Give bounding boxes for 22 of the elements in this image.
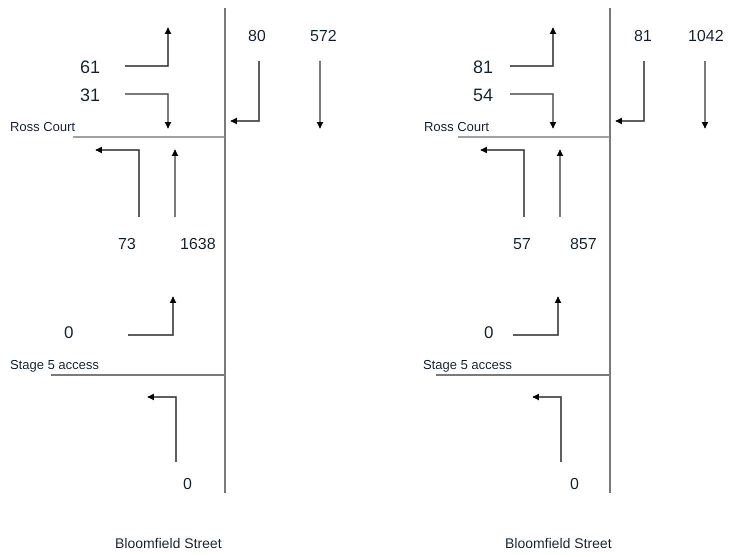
volume-count: 54 xyxy=(473,86,494,106)
street-name: Bloomfield Street xyxy=(505,536,612,552)
volume-count: 81 xyxy=(473,58,494,78)
street-name: Ross Court xyxy=(10,120,76,134)
volume-count: 572 xyxy=(310,28,337,46)
volume-count: 857 xyxy=(570,236,597,254)
volume-count: 0 xyxy=(484,324,494,343)
volume-count: 80 xyxy=(248,28,266,46)
volume-count: 0 xyxy=(183,476,192,494)
volume-count: 81 xyxy=(634,28,652,46)
volume-count: 0 xyxy=(570,476,579,494)
volume-count: 0 xyxy=(64,324,74,343)
street-name: Stage 5 access xyxy=(10,358,99,372)
street-name: Ross Court xyxy=(424,120,490,134)
volume-count: 1042 xyxy=(688,28,724,46)
volume-count: 57 xyxy=(513,236,531,254)
volume-count: 1638 xyxy=(180,236,216,254)
volume-count: 73 xyxy=(118,236,136,254)
volume-count: 31 xyxy=(80,86,100,106)
volume-count: 61 xyxy=(80,58,100,78)
street-name: Stage 5 access xyxy=(423,358,512,372)
street-name: Bloomfield Street xyxy=(115,536,222,552)
